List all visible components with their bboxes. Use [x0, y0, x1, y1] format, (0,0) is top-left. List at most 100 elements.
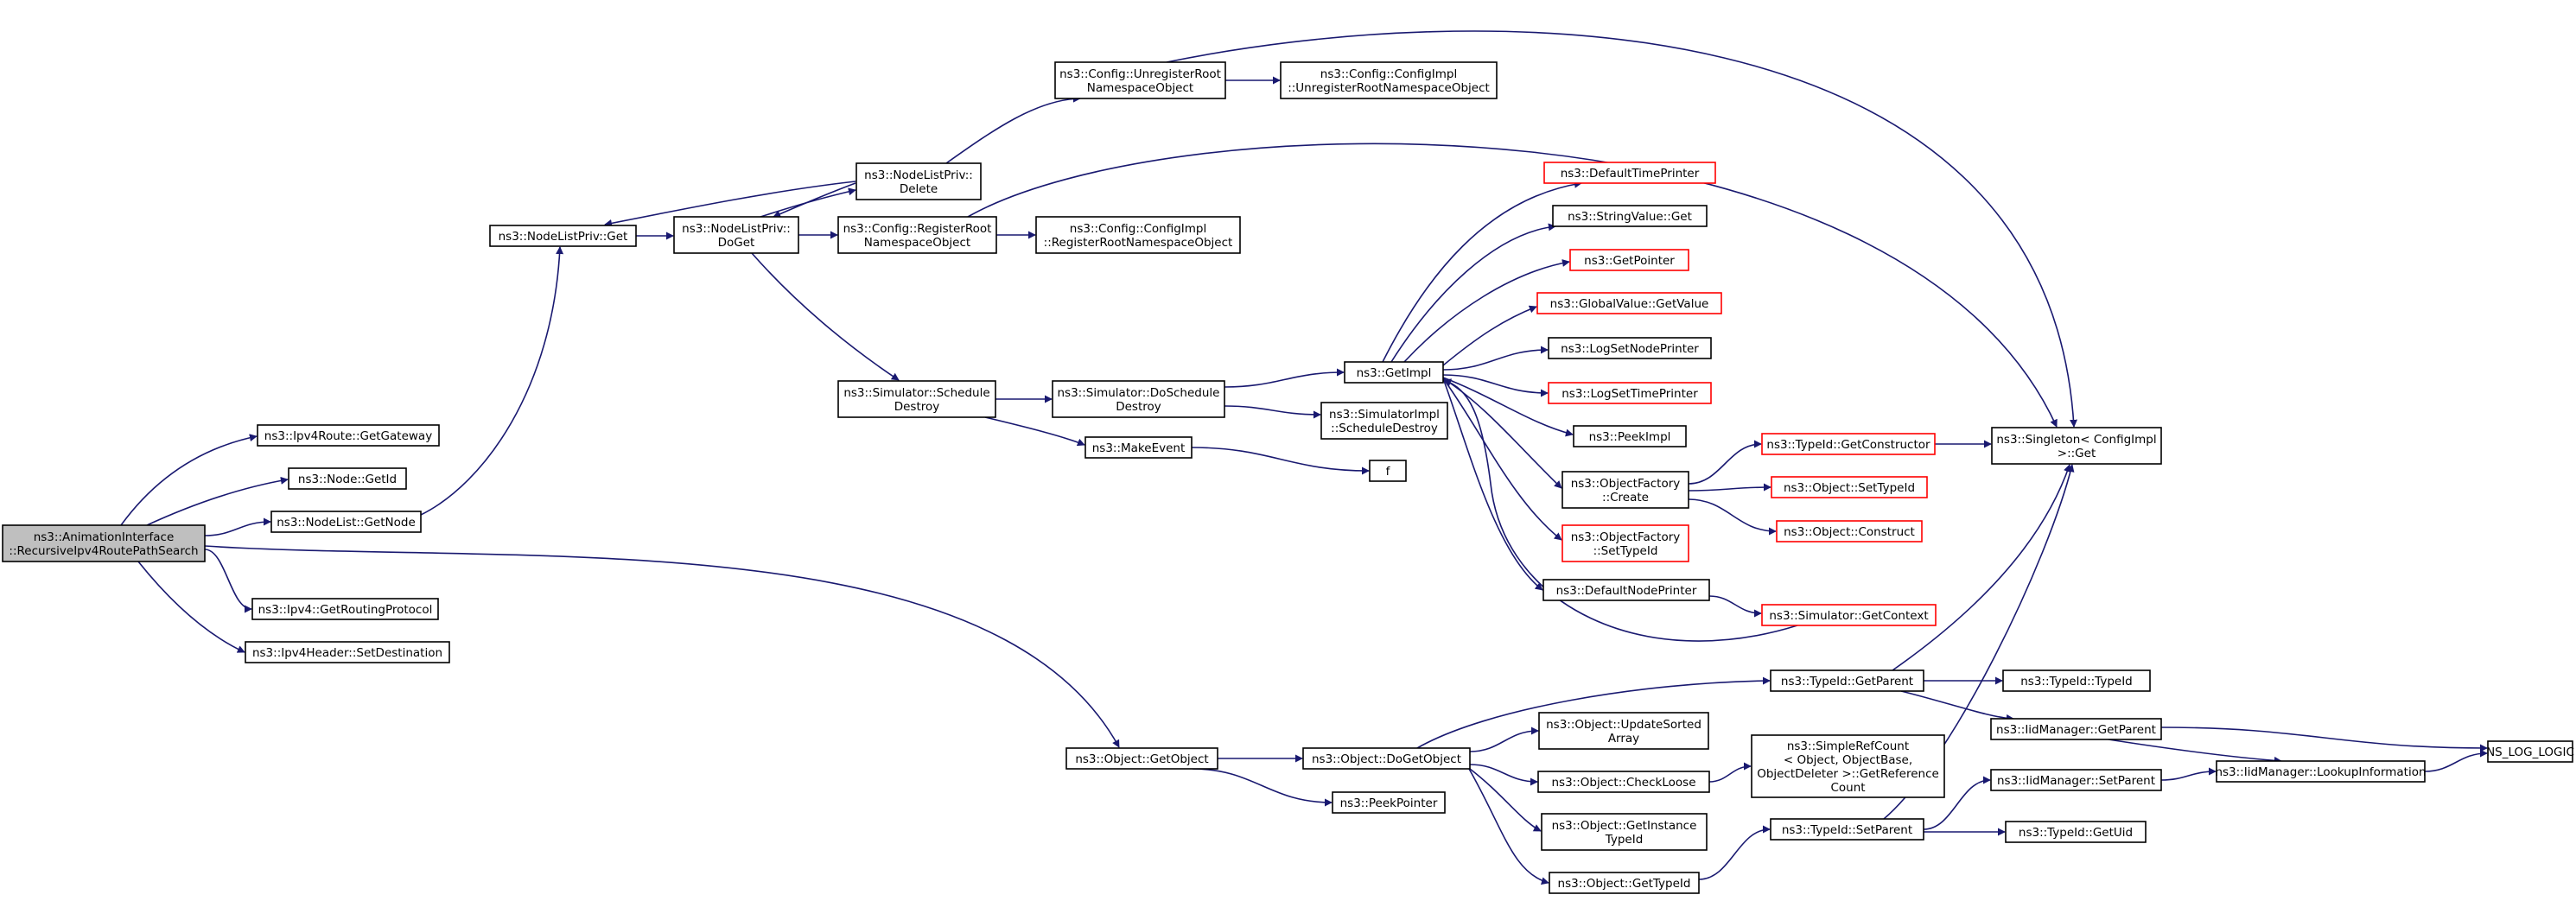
node-root[interactable]: ns3::AnimationInterface::RecursiveIpv4Ro…	[2, 524, 206, 562]
node-box-setDestination[interactable]	[245, 641, 450, 663]
node-objectConstruct[interactable]: ns3::Object::Construct	[1776, 520, 1923, 543]
node-box-objectDoGetObject[interactable]	[1302, 747, 1471, 770]
node-nodeListPrivDoGet[interactable]: ns3::NodeListPriv::DoGet	[673, 216, 799, 254]
node-box-peekPointer[interactable]	[1332, 791, 1446, 814]
node-getImpl[interactable]: ns3::GetImpl	[1344, 361, 1444, 384]
node-box-nodeGetId[interactable]	[288, 467, 407, 490]
node-singletonGet[interactable]: ns3::Singleton< ConfigImpl >::Get	[1991, 427, 2162, 465]
node-box-typeIdGetUid[interactable]	[2005, 821, 2147, 843]
node-box-typeIdSetParent[interactable]	[1770, 818, 1924, 841]
node-box-configImplRegister[interactable]	[1035, 216, 1241, 254]
node-simpleRefCount[interactable]: ns3::SimpleRefCount< Object, ObjectBase,…	[1751, 734, 1945, 798]
node-peekPointer[interactable]: ns3::PeekPointer	[1332, 791, 1446, 814]
node-objectGetTypeId[interactable]: ns3::Object::GetTypeId	[1549, 872, 1700, 894]
node-nsLogLogic[interactable]: NS_LOG_LOGIC	[2486, 740, 2574, 763]
node-box-defaultNodePrinter[interactable]	[1542, 579, 1710, 601]
node-box-iidSetParent[interactable]	[1990, 769, 2162, 791]
node-configImplUnregister[interactable]: ns3::Config::ConfigImpl::UnregisterRootN…	[1280, 61, 1498, 99]
node-scheduleDestroy[interactable]: ns3::Simulator::ScheduleDestroy	[837, 380, 996, 418]
node-box-simImplScheduleDestroy[interactable]	[1320, 402, 1448, 440]
node-getGateway[interactable]: ns3::Ipv4Route::GetGateway	[257, 424, 440, 447]
node-box-nodeListPrivGet[interactable]	[489, 225, 637, 247]
node-getRoutingProtocol[interactable]: ns3::Ipv4::GetRoutingProtocol	[251, 598, 439, 620]
node-objectFactorySetTypeId[interactable]: ns3::ObjectFactory::SetTypeId	[1562, 524, 1689, 562]
node-box-objectFactoryCreate[interactable]	[1562, 471, 1689, 509]
node-typeIdTypeId[interactable]: ns3::TypeId::TypeId	[2002, 669, 2151, 692]
node-box-getImpl[interactable]	[1344, 361, 1444, 384]
node-box-nsLogLogic[interactable]	[2487, 740, 2573, 763]
node-checkLoose[interactable]: ns3::Object::CheckLoose	[1537, 771, 1710, 793]
node-box-root[interactable]	[2, 524, 206, 562]
node-box-stringValueGet[interactable]	[1552, 205, 1708, 227]
node-defaultTimePrinter[interactable]: ns3::DefaultTimePrinter	[1543, 162, 1716, 184]
node-defaultNodePrinter[interactable]: ns3::DefaultNodePrinter	[1542, 579, 1710, 601]
node-iidSetParent[interactable]: ns3::IidManager::SetParent	[1990, 769, 2162, 791]
node-box-peekImpl[interactable]	[1573, 425, 1687, 447]
node-typeIdSetParent[interactable]: ns3::TypeId::SetParent	[1770, 818, 1924, 841]
node-box-f[interactable]	[1369, 460, 1407, 482]
node-box-typeIdGetParent[interactable]	[1770, 669, 1924, 692]
node-box-objectConstruct[interactable]	[1776, 520, 1923, 543]
node-typeIdGetParent[interactable]: ns3::TypeId::GetParent	[1770, 669, 1924, 692]
node-box-typeIdTypeId[interactable]	[2002, 669, 2151, 692]
node-box-iidGetParent[interactable]	[1990, 718, 2162, 740]
node-objectGetObject[interactable]: ns3::Object::GetObject	[1065, 747, 1218, 770]
node-box-logSetTimePrinter[interactable]	[1548, 382, 1712, 404]
node-simImplScheduleDestroy[interactable]: ns3::SimulatorImpl::ScheduleDestroy	[1320, 402, 1448, 440]
node-box-defaultTimePrinter[interactable]	[1543, 162, 1716, 184]
node-setDestination[interactable]: ns3::Ipv4Header::SetDestination	[245, 641, 450, 663]
node-objectSetTypeId[interactable]: ns3::Object::SetTypeId	[1771, 476, 1928, 498]
node-logSetTimePrinter[interactable]: ns3::LogSetTimePrinter	[1548, 382, 1712, 404]
node-logSetNodePrinter[interactable]: ns3::LogSetNodePrinter	[1548, 337, 1712, 359]
node-box-nodeListGetNode[interactable]	[270, 511, 422, 533]
node-configImplRegister[interactable]: ns3::Config::ConfigImpl::RegisterRootNam…	[1035, 216, 1241, 254]
node-nodeListGetNode[interactable]: ns3::NodeList::GetNode	[270, 511, 422, 533]
node-box-getGateway[interactable]	[257, 424, 440, 447]
node-f[interactable]: f	[1369, 460, 1407, 482]
node-iidLookup[interactable]: ns3::IidManager::LookupInformation	[2215, 760, 2427, 783]
node-box-objectGetTypeId[interactable]	[1549, 872, 1700, 894]
node-simulatorGetContext[interactable]: ns3::Simulator::GetContext	[1761, 604, 1937, 626]
node-nodeGetId[interactable]: ns3::Node::GetId	[288, 467, 407, 490]
node-box-globalValueGetValue[interactable]	[1536, 292, 1722, 314]
node-box-simulatorGetContext[interactable]	[1761, 604, 1937, 626]
node-typeIdGetUid[interactable]: ns3::TypeId::GetUid	[2005, 821, 2147, 843]
node-configUnregister[interactable]: ns3::Config::UnregisterRootNamespaceObje…	[1054, 61, 1226, 99]
node-objectDoGetObject[interactable]: ns3::Object::DoGetObject	[1302, 747, 1471, 770]
node-box-getPointer[interactable]	[1569, 249, 1689, 271]
node-box-typeIdGetConstructor[interactable]	[1761, 433, 1936, 455]
node-box-iidLookup[interactable]	[2216, 760, 2426, 783]
node-stringValueGet[interactable]: ns3::StringValue::Get	[1552, 205, 1708, 227]
node-typeIdGetConstructor[interactable]: ns3::TypeId::GetConstructor	[1761, 433, 1936, 455]
node-box-nodeListPrivDelete[interactable]	[855, 162, 982, 200]
node-box-objectGetObject[interactable]	[1065, 747, 1218, 770]
node-makeEvent[interactable]: ns3::MakeEvent	[1084, 436, 1193, 459]
node-box-updateSortedArray[interactable]	[1538, 712, 1709, 750]
node-box-doScheduleDestroy[interactable]	[1052, 380, 1225, 418]
node-box-logSetNodePrinter[interactable]	[1548, 337, 1712, 359]
node-objectFactoryCreate[interactable]: ns3::ObjectFactory::Create	[1562, 471, 1689, 509]
node-box-makeEvent[interactable]	[1084, 436, 1193, 459]
node-box-objectFactorySetTypeId[interactable]	[1562, 524, 1689, 562]
node-peekImpl[interactable]: ns3::PeekImpl	[1573, 425, 1687, 447]
node-configRegister[interactable]: ns3::Config::RegisterRootNamespaceObject	[837, 216, 997, 254]
node-box-configRegister[interactable]	[837, 216, 997, 254]
node-box-nodeListPrivDoGet[interactable]	[673, 216, 799, 254]
node-box-getRoutingProtocol[interactable]	[251, 598, 439, 620]
node-box-getInstanceTypeId[interactable]	[1541, 813, 1708, 851]
node-box-scheduleDestroy[interactable]	[837, 380, 996, 418]
node-box-objectSetTypeId[interactable]	[1771, 476, 1928, 498]
node-nodeListPrivDelete[interactable]: ns3::NodeListPriv::Delete	[855, 162, 982, 200]
node-globalValueGetValue[interactable]: ns3::GlobalValue::GetValue	[1536, 292, 1722, 314]
node-getPointer[interactable]: ns3::GetPointer	[1569, 249, 1689, 271]
node-nodeListPrivGet[interactable]: ns3::NodeListPriv::Get	[489, 225, 637, 247]
node-box-checkLoose[interactable]	[1537, 771, 1710, 793]
node-iidGetParent[interactable]: ns3::IidManager::GetParent	[1990, 718, 2162, 740]
node-box-simpleRefCount[interactable]	[1751, 734, 1945, 798]
node-box-configUnregister[interactable]	[1054, 61, 1226, 99]
node-box-singletonGet[interactable]	[1991, 427, 2162, 465]
node-box-configImplUnregister[interactable]	[1280, 61, 1498, 99]
